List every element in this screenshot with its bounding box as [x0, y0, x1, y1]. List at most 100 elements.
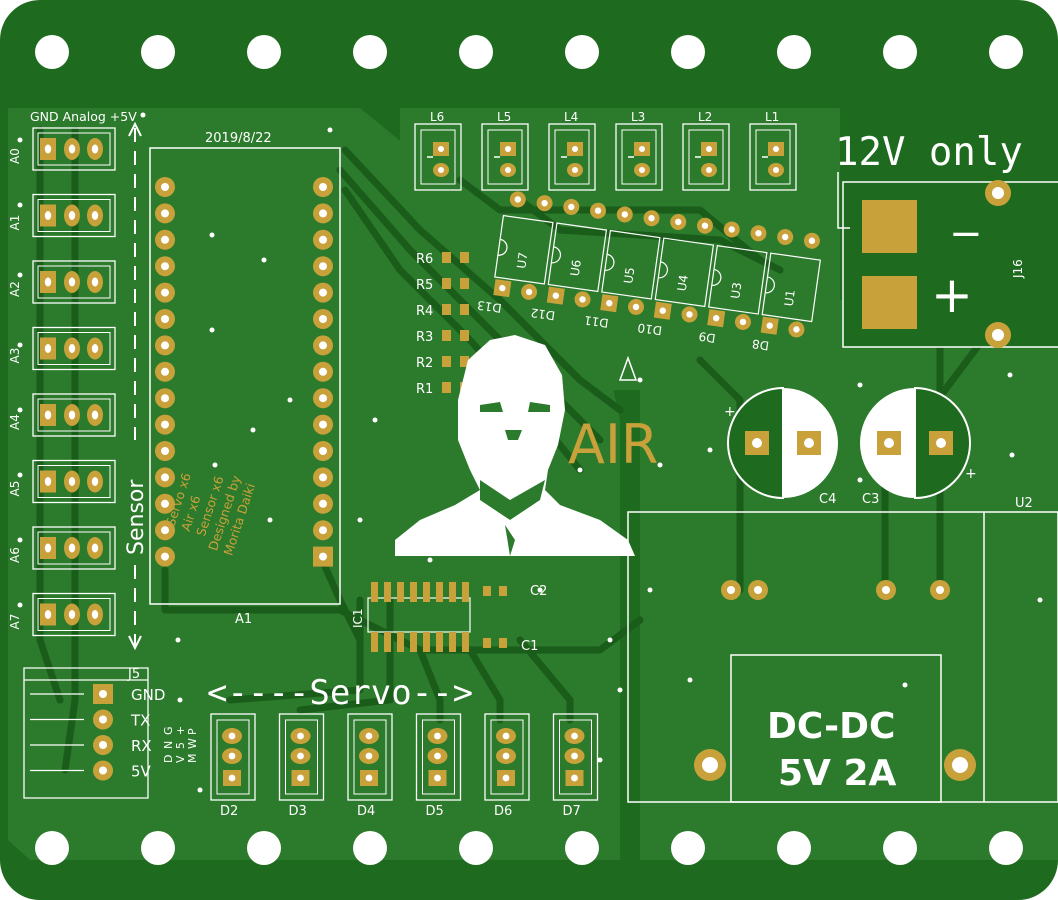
- diode: D11: [583, 294, 645, 330]
- capacitor-c4: + C4: [724, 386, 838, 507]
- a1-ref: A1: [235, 612, 252, 627]
- supply-warning: 12V only: [835, 130, 1023, 175]
- led-header: L3: [615, 110, 663, 191]
- j5-ref: J5: [127, 667, 140, 682]
- resistor-ref: R1: [416, 382, 433, 397]
- resistor-ref: R2: [416, 356, 433, 371]
- transistor: U3: [708, 221, 768, 315]
- u2-ref: U2: [1015, 496, 1033, 511]
- servo-pin-label: 5: [174, 742, 187, 749]
- ic1-ref: IC1: [351, 608, 365, 628]
- j16-ref: J16: [1011, 259, 1025, 279]
- dcdc-module-u2: U2 DC-DC 5V 2A: [627, 496, 1058, 803]
- sensor-column-labels: GND Analog +5V: [30, 109, 137, 124]
- servo-header-ref: D5: [426, 804, 444, 819]
- resistor-ref: R4: [416, 304, 433, 319]
- servo-pin-label: D: [162, 755, 175, 763]
- led-header-ref: L4: [564, 110, 578, 124]
- servo-header-ref: D7: [563, 804, 581, 819]
- diode-ref: D10: [637, 320, 663, 337]
- resistor-ref: R3: [416, 330, 433, 345]
- resistor: R2: [416, 356, 469, 371]
- diode-ref: D11: [583, 313, 609, 330]
- serial-pin-label: RX: [131, 737, 152, 755]
- serial-pin-label: 5V: [131, 763, 152, 781]
- sensor-row: A0: [8, 127, 116, 171]
- sensor-row-label: A0: [8, 148, 22, 164]
- c4-ref: C4: [819, 492, 836, 507]
- diode-ref: D12: [530, 305, 556, 322]
- dcdc-line1: DC-DC: [767, 706, 895, 747]
- sensor-row: A7: [8, 592, 116, 637]
- resistor: R5: [416, 278, 469, 293]
- servo-banner: <----Servo-->: [207, 673, 473, 713]
- servo-header: D4: [347, 713, 393, 819]
- capacitor-c3: + C3: [860, 386, 977, 507]
- diode: D13: [476, 279, 538, 315]
- a1-pins-right: [313, 177, 333, 567]
- sensor-row-label: A5: [8, 481, 22, 497]
- led-header: L6: [414, 110, 462, 191]
- servo-header: D3: [278, 713, 325, 819]
- transistor-ref: U4: [675, 274, 691, 292]
- diode: D12: [530, 286, 591, 323]
- led-header: L5: [481, 110, 529, 191]
- vias: [17, 112, 1043, 793]
- sensor-row: A4: [8, 393, 116, 437]
- diode: D9: [698, 309, 751, 345]
- led-header: L1: [749, 110, 797, 191]
- ic1: IC1 C2 C1: [351, 582, 547, 654]
- serial-pin-label: TX: [130, 712, 150, 730]
- servo-header: D2: [210, 713, 256, 819]
- servo-header-ref: D3: [289, 804, 307, 819]
- sensor-row-label: A2: [8, 281, 22, 297]
- diode-ref: D8: [751, 337, 770, 353]
- servo-pin-label: P: [186, 728, 199, 735]
- sensor-row: A1: [8, 193, 116, 238]
- transistor: U6: [547, 198, 608, 293]
- c1-ref: C1: [521, 639, 538, 654]
- resistor: R3: [416, 330, 469, 345]
- board-date: 2019/8/22: [205, 131, 272, 146]
- mounting-holes-top: [35, 35, 1023, 69]
- servo-pin-label: M: [186, 754, 199, 764]
- servo-header: D5: [415, 713, 462, 819]
- sensor-side-label: Sensor: [124, 479, 149, 555]
- led-header: L2: [682, 110, 730, 191]
- led-header-ref: L5: [497, 110, 511, 124]
- led-header-ref: L2: [698, 110, 712, 124]
- sensor-row-label: A6: [8, 547, 22, 563]
- sensor-row-label: A3: [8, 348, 22, 364]
- sensor-row-label: A7: [8, 614, 22, 630]
- j16-plus: +: [931, 266, 973, 324]
- servo-header-ref: D2: [220, 804, 238, 819]
- transistor-ref: U5: [621, 266, 637, 284]
- a1-pins-left: [155, 177, 175, 567]
- c3-ref: C3: [862, 492, 879, 507]
- servo-header: D7: [552, 713, 599, 819]
- transistor-ref: U1: [782, 289, 798, 307]
- traces: [36, 126, 1004, 774]
- j16-minus: −: [949, 211, 983, 257]
- dcdc-line2: 5V 2A: [778, 753, 896, 794]
- resistor-ref: R6: [416, 252, 433, 267]
- resistor: R6: [416, 252, 469, 267]
- transistor: U7: [494, 191, 554, 285]
- servo-pin-label: W: [186, 738, 199, 749]
- led-header-ref: L6: [430, 110, 444, 124]
- power-connector-j16: 12V only − + J16: [835, 130, 1058, 348]
- mounting-holes-bottom: [35, 831, 1023, 865]
- servo-pin-label: V: [174, 755, 187, 763]
- transistor-ref: U7: [514, 251, 530, 269]
- servo-pin-label: +: [174, 726, 187, 735]
- c3-plus: +: [965, 466, 977, 482]
- sensor-row-label: A4: [8, 414, 22, 430]
- resistor: R4: [416, 304, 469, 319]
- transistor-ref: U3: [728, 281, 744, 299]
